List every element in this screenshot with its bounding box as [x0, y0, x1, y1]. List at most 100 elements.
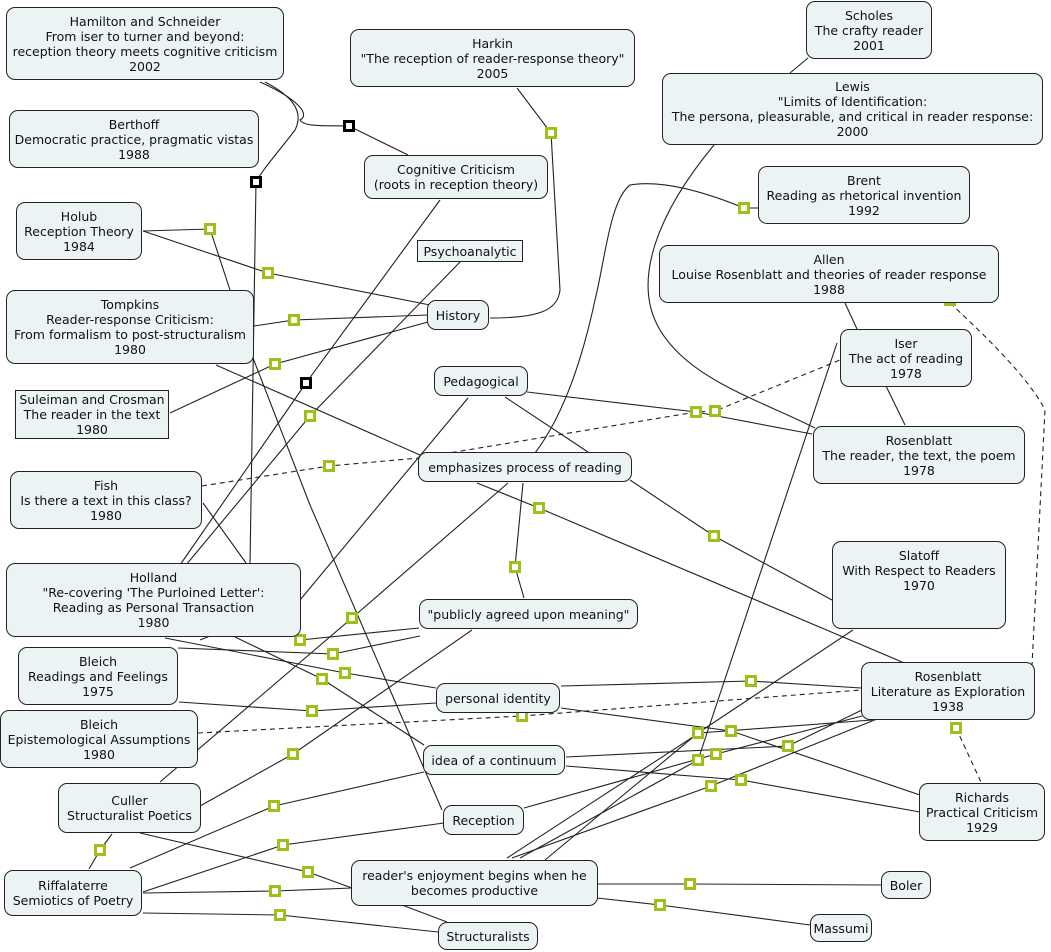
node-lewis[interactable]: Lewis "Limits of Identification: The per… [662, 73, 1043, 145]
link-personal-exploration[interactable] [560, 680, 862, 689]
link-handle[interactable] [302, 866, 314, 878]
link-publicly-holland[interactable] [299, 627, 420, 641]
link-riff-structuralists[interactable] [142, 912, 439, 933]
link-handle[interactable] [654, 899, 666, 911]
link-handle[interactable] [684, 878, 696, 890]
node-holub[interactable]: Holub Reception Theory 1984 [16, 202, 142, 260]
node-tompkins[interactable]: Tompkins Reader-response Criticism: From… [6, 290, 254, 364]
node-bleich-feelings[interactable]: Bleich Readings and Feelings 1975 [18, 647, 178, 705]
link-handle[interactable] [339, 667, 351, 679]
node-iser[interactable]: Iser The act of reading 1978 [840, 329, 972, 387]
link-handle[interactable] [304, 410, 316, 422]
node-scholes[interactable]: Scholes The crafty reader 2001 [806, 1, 932, 59]
link-enjoyment-exploration-1[interactable] [511, 718, 878, 859]
link-handle-selected[interactable] [300, 377, 312, 389]
link-handle[interactable] [692, 754, 704, 766]
link-handle[interactable] [950, 722, 962, 734]
link-holub-tompkins[interactable] [142, 228, 231, 291]
link-handle[interactable] [327, 648, 339, 660]
link-scholes-lewis[interactable] [789, 57, 809, 74]
link-handle[interactable] [690, 406, 702, 418]
node-fish[interactable]: Fish Is there a text in this class? 1980 [10, 471, 202, 529]
link-handle[interactable] [705, 780, 717, 792]
link-handle-selected[interactable] [250, 176, 262, 188]
node-massumi[interactable]: Massumi [810, 914, 872, 942]
link-handle[interactable] [692, 727, 704, 739]
node-richards[interactable]: Richards Practical Criticism 1929 [919, 783, 1045, 841]
node-brent[interactable]: Brent Reading as rhetorical invention 19… [758, 166, 970, 224]
node-pedagogical[interactable]: Pedagogical [434, 366, 528, 396]
link-handle[interactable] [782, 740, 794, 752]
link-culler-enjoyment[interactable] [139, 832, 353, 889]
link-enjoyment-boler[interactable] [597, 883, 882, 886]
link-tompkins-emphasizes[interactable] [215, 364, 421, 456]
link-handle[interactable] [725, 725, 737, 737]
node-hamilton[interactable]: Hamilton and Schneider From iser to turn… [6, 7, 284, 80]
link-tompkins-history[interactable] [253, 314, 429, 327]
node-history[interactable]: History [427, 300, 489, 330]
node-boler[interactable]: Boler [881, 871, 931, 899]
link-handle[interactable] [735, 774, 747, 786]
node-idea-of-continuum[interactable]: idea of a continuum [423, 745, 565, 775]
link-brent-pedagogical[interactable] [534, 183, 758, 454]
node-rosenblatt-exploration[interactable]: Rosenblatt Literature as Exploration 193… [861, 662, 1035, 720]
link-handle[interactable] [269, 358, 281, 370]
link-fish-iser[interactable] [201, 359, 841, 487]
link-lewis-rosenblatt[interactable] [647, 144, 816, 429]
link-handle[interactable] [204, 223, 216, 235]
link-handle[interactable] [274, 909, 286, 921]
link-handle[interactable] [710, 748, 722, 760]
link-emphasizes-slatoff[interactable] [629, 479, 833, 601]
link-slatoff-personal[interactable] [544, 629, 854, 861]
link-pedagogical-emphasizes[interactable] [504, 396, 589, 453]
node-personal-identity[interactable]: personal identity [436, 683, 560, 713]
node-reception[interactable]: Reception [443, 805, 524, 835]
link-harkin-history[interactable] [489, 87, 561, 319]
link-handle[interactable] [269, 885, 281, 897]
node-structuralists[interactable]: Structuralists [438, 922, 538, 950]
link-hamilton-holland[interactable] [249, 81, 299, 566]
node-culler[interactable]: Culler Structuralist Poetics [58, 783, 201, 833]
node-holland[interactable]: Holland "Re-covering 'The Purloined Lett… [6, 563, 301, 637]
link-handle[interactable] [533, 502, 545, 514]
link-handle[interactable] [323, 460, 335, 472]
node-berthoff[interactable]: Berthoff Democratic practice, pragmatic … [9, 110, 259, 168]
link-handle[interactable] [745, 675, 757, 687]
link-handle-selected[interactable] [343, 120, 355, 132]
link-handle[interactable] [346, 612, 358, 624]
node-publicly-agreed[interactable]: "publicly agreed upon meaning" [419, 599, 638, 629]
node-emphasizes-process[interactable]: emphasizes process of reading [418, 452, 632, 482]
node-suleiman-crosman[interactable]: Suleiman and Crosman The reader in the t… [15, 390, 169, 439]
link-enjoyment-massumi[interactable] [596, 897, 811, 926]
link-handle[interactable] [287, 748, 299, 760]
link-handle[interactable] [738, 202, 750, 214]
node-readers-enjoyment[interactable]: reader's enjoyment begins when he become… [351, 860, 598, 906]
link-handle[interactable] [288, 314, 300, 326]
link-handle[interactable] [262, 267, 274, 279]
link-exploration-richards[interactable] [955, 727, 982, 783]
link-tompkins-reception[interactable] [252, 357, 443, 811]
node-riffalaterre[interactable]: Riffalaterre Semiotics of Poetry [4, 870, 142, 916]
link-handle[interactable] [294, 634, 306, 646]
node-cognitive-criticism[interactable]: Cognitive Criticism (roots in reception … [364, 155, 548, 199]
node-harkin[interactable]: Harkin "The reception of reader-response… [350, 29, 635, 87]
link-riff-enjoyment[interactable] [142, 887, 353, 894]
link-handle[interactable] [708, 530, 720, 542]
link-handle[interactable] [509, 561, 521, 573]
link-handle[interactable] [545, 127, 557, 139]
link-handle[interactable] [94, 844, 106, 856]
link-handle[interactable] [306, 705, 318, 717]
node-psychoanalytic[interactable]: Psychoanalytic [417, 240, 523, 262]
link-fish-holland[interactable] [202, 502, 247, 564]
link-handle[interactable] [268, 800, 280, 812]
link-pedagogical-rosenblatt[interactable] [526, 391, 813, 435]
link-handle[interactable] [709, 405, 721, 417]
link-enjoyment-structuralists[interactable] [401, 904, 448, 923]
link-iser-rosenblatt[interactable] [885, 385, 906, 426]
node-slatoff[interactable]: Slatoff With Respect to Readers 1970 [832, 541, 1006, 629]
link-allen-iser[interactable] [844, 302, 858, 330]
node-bleich-epistemological[interactable]: Bleich Epistemological Assumptions 1980 [0, 710, 198, 768]
link-handle[interactable] [316, 673, 328, 685]
node-allen[interactable]: Allen Louise Rosenblatt and theories of … [659, 245, 999, 303]
link-allen-richards[interactable] [949, 302, 1046, 666]
